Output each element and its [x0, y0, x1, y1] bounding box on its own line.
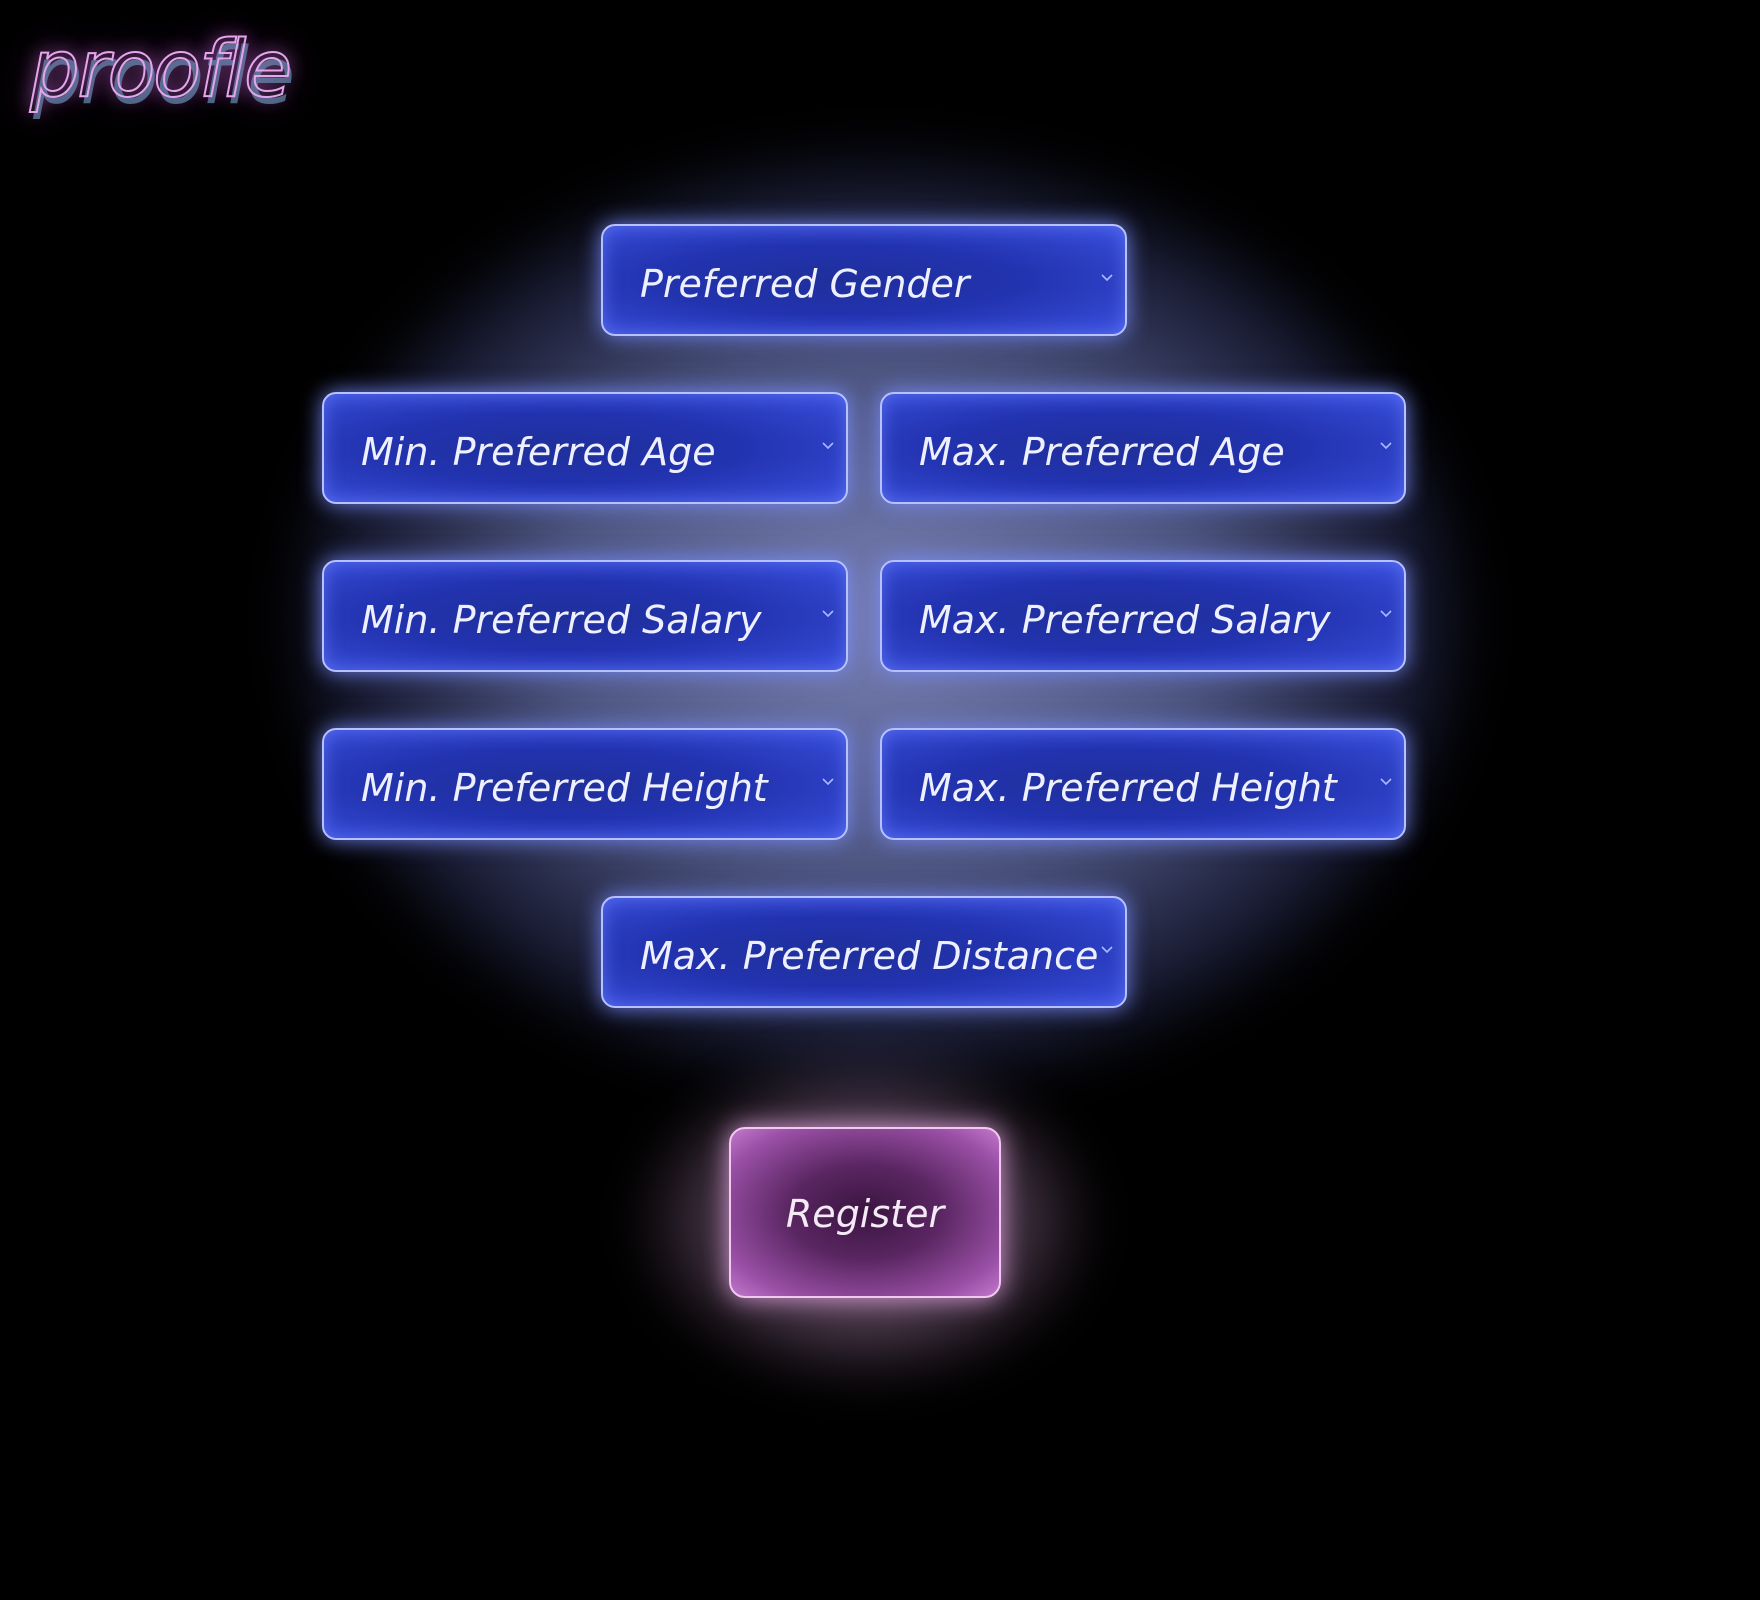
max-preferred-age-select[interactable]: Max. Preferred Age [880, 392, 1406, 504]
chevron-down-icon [822, 442, 834, 450]
chevron-down-icon [1380, 778, 1392, 786]
chevron-down-icon [1101, 946, 1113, 954]
min-preferred-height-label: Min. Preferred Height [361, 766, 768, 810]
max-preferred-salary-select[interactable]: Max. Preferred Salary [880, 560, 1406, 672]
app-logo: proofle [29, 25, 293, 115]
min-preferred-salary-label: Min. Preferred Salary [361, 598, 762, 642]
chevron-down-icon [1101, 274, 1113, 282]
min-preferred-age-select[interactable]: Min. Preferred Age [322, 392, 848, 504]
min-preferred-salary-select[interactable]: Min. Preferred Salary [322, 560, 848, 672]
min-preferred-height-select[interactable]: Min. Preferred Height [322, 728, 848, 840]
min-preferred-age-label: Min. Preferred Age [361, 430, 716, 474]
chevron-down-icon [822, 610, 834, 618]
max-preferred-distance-label: Max. Preferred Distance [640, 934, 1099, 978]
preferred-gender-label: Preferred Gender [640, 262, 970, 306]
chevron-down-icon [822, 778, 834, 786]
chevron-down-icon [1380, 610, 1392, 618]
register-button[interactable]: Register [729, 1127, 1001, 1298]
max-preferred-height-label: Max. Preferred Height [919, 766, 1337, 810]
chevron-down-icon [1380, 442, 1392, 450]
preferred-gender-select[interactable]: Preferred Gender [601, 224, 1127, 336]
max-preferred-distance-select[interactable]: Max. Preferred Distance [601, 896, 1127, 1008]
max-preferred-age-label: Max. Preferred Age [919, 430, 1285, 474]
max-preferred-height-select[interactable]: Max. Preferred Height [880, 728, 1406, 840]
max-preferred-salary-label: Max. Preferred Salary [919, 598, 1331, 642]
